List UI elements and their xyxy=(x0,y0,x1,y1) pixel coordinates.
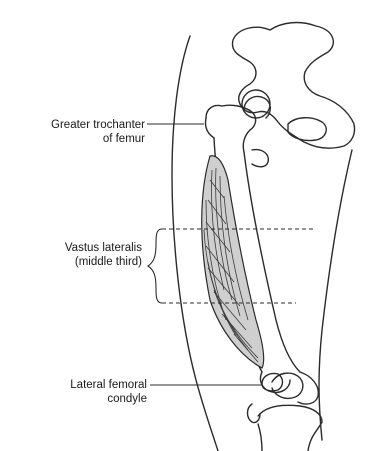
tibia xyxy=(258,405,322,451)
label-greater-trochanter-line1: Greater trochanter xyxy=(51,118,145,132)
acetabulum xyxy=(242,90,270,118)
fibula-head xyxy=(248,404,261,423)
vastus-lateralis-muscle xyxy=(202,156,264,368)
label-lateral-condyle-line2: condyle xyxy=(70,392,147,406)
label-lateral-condyle-line1: Lateral femoral xyxy=(70,378,147,392)
lesser-trochanter xyxy=(252,150,268,167)
label-vastus-lateralis: Vastus lateralis (middle third) xyxy=(65,241,142,269)
label-vastus-lateralis-line1: Vastus lateralis xyxy=(65,241,142,255)
obturator-foramen xyxy=(288,118,326,141)
thigh-outline-medial xyxy=(319,150,352,440)
label-greater-trochanter-line2: of femur xyxy=(51,132,145,146)
label-lateral-condyle: Lateral femoral condyle xyxy=(70,378,147,406)
medial-femoral-condyle xyxy=(298,372,318,404)
middle-third-brace xyxy=(148,229,162,303)
label-vastus-lateralis-line2: (middle third) xyxy=(65,255,142,269)
label-greater-trochanter: Greater trochanter of femur xyxy=(51,118,145,146)
